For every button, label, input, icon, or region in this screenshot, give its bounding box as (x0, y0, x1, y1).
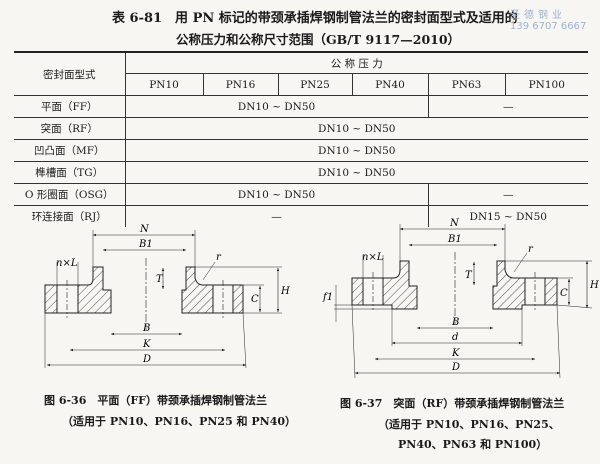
dim-label: r (528, 244, 534, 255)
row-type: 凹凸面（MF） (14, 139, 125, 162)
header-pn: PN40 (351, 73, 428, 96)
figure-6-37-subcaption-2: PN40、PN63 和 PN100） (398, 438, 548, 451)
range-cell: DN15 ~ DN50 (427, 205, 588, 227)
dim-label: f1 (322, 292, 333, 303)
dim-label: K (451, 348, 460, 359)
table-row: O 形圈面（OSG）DN10 ~ DN50— (14, 183, 588, 206)
table-title: 表 6-81 用 PN 标记的带颈承插焊钢制管法兰的密封面型式及适用的 (112, 11, 518, 26)
figure-6-37-drawing (334, 224, 593, 379)
table-subtitle: 公称压力和公称尺寸范围（GB/T 9117—2010） (176, 32, 461, 47)
dim-label: C (560, 288, 568, 299)
table-row: 凹凸面（MF）DN10 ~ DN50 (14, 139, 588, 162)
header-pn: PN16 (202, 73, 278, 96)
dim-label: B1 (138, 239, 153, 250)
range-cell: — (427, 95, 588, 118)
dim-label: B (451, 317, 459, 328)
range-cell: DN10 ~ DN50 (124, 95, 428, 118)
range-cell: DN10 ~ DN50 (124, 161, 588, 184)
dim-label: T (465, 270, 473, 281)
dim-label: N (449, 218, 460, 229)
dim-label: H (280, 286, 290, 297)
dim-label: K (142, 339, 151, 350)
row-type: 平面（FF） (14, 95, 125, 118)
figure-6-36-labels: N B1 n×L T r C H B K D (56, 224, 290, 365)
dim-label: B (142, 323, 150, 334)
row-type: 环连接面（RJ） (31, 211, 107, 223)
dim-label: N (139, 224, 150, 235)
figure-6-37-labels: N B1 n×L T r C H B d K D f1 (322, 218, 599, 373)
header-nominal-pressure: 公 称 压 力 (124, 51, 588, 74)
row-type: O 形圈面（OSG） (14, 183, 125, 206)
range-cell: DN10 ~ DN50 (124, 117, 588, 140)
header-pn: PN25 (277, 73, 352, 96)
header-pn: PN63 (427, 73, 505, 96)
range-cell: DN10 ~ DN50 (124, 183, 428, 206)
watermark-name: 圣德钢业 (510, 10, 566, 21)
header-pn: PN100 (504, 73, 588, 96)
dim-label: D (451, 362, 460, 373)
table-row: 榫槽面（TG）DN10 ~ DN50 (14, 161, 588, 184)
figure-6-37-caption: 图 6-37 突面（RF）带颈承插焊钢制管法兰 (340, 397, 565, 410)
table-row: 突面（RF）DN10 ~ DN50 (14, 117, 588, 140)
dim-label: n×L (362, 252, 384, 263)
dim-label: n×L (56, 258, 78, 269)
table-row: 平面（FF）DN10 ~ DN50— (14, 95, 588, 118)
range-cell: DN10 ~ DN50 (124, 139, 588, 162)
range-cell: — (124, 205, 428, 227)
figure-6-36-drawing (44, 230, 282, 369)
dim-label: B1 (447, 234, 462, 245)
range-cell: — (427, 183, 588, 206)
dim-label: D (142, 354, 151, 365)
row-type: 突面（RF） (14, 117, 125, 140)
dim-label: d (452, 332, 458, 343)
figure-6-37-subcaption: （适用于 PN10、PN16、PN25、 (378, 418, 560, 431)
dim-label: r (216, 252, 222, 263)
figure-6-36-caption: 图 6-36 平面（FF）带颈承插焊钢制管法兰 (44, 394, 267, 407)
table-row: 环连接面（RJ） —DN15 ~ DN50 (14, 205, 588, 227)
dim-label: H (589, 280, 599, 291)
dim-label: T (156, 274, 164, 285)
row-type: 榫槽面（TG） (14, 161, 125, 184)
header-pn: PN10 (124, 73, 203, 96)
header-seal-type: 密封面型式 (14, 51, 125, 96)
figure-6-36-subcaption: （适用于 PN10、PN16、PN25 和 PN40） (62, 415, 297, 428)
watermark-phone: 139 6707 6667 (510, 21, 587, 32)
dim-label: C (251, 294, 259, 305)
